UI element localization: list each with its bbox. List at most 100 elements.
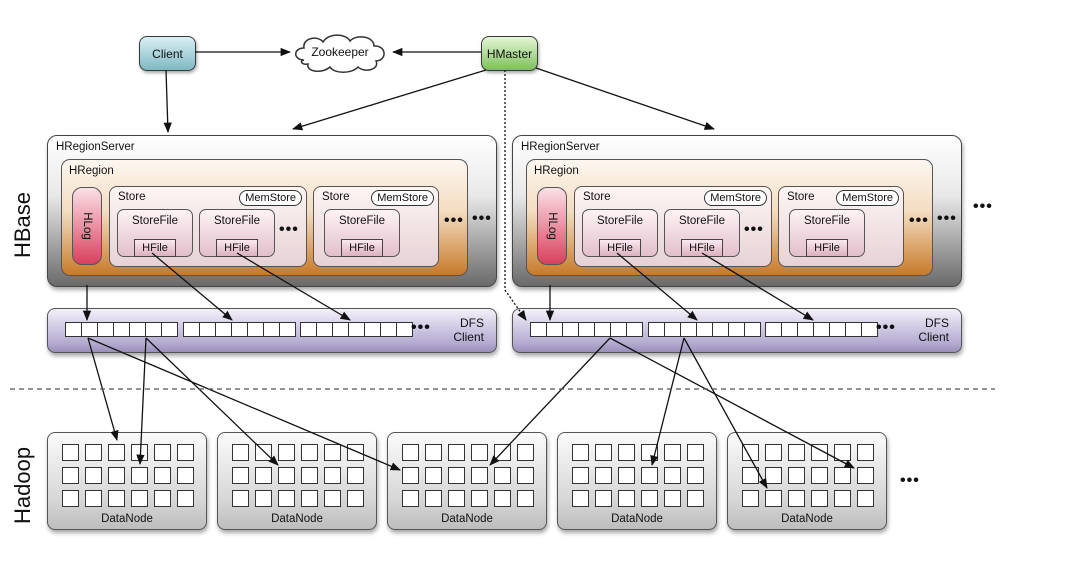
hregionserver-1[interactable]: HRegionServer HRegion HLog Store MemStor… bbox=[47, 135, 497, 287]
data-block bbox=[687, 444, 704, 461]
data-block bbox=[324, 444, 341, 461]
hregionserver-title: HRegionServer bbox=[56, 141, 135, 153]
hmaster-label: HMaster bbox=[486, 46, 533, 61]
hregion[interactable]: HRegion HLog Store MemStore StoreFile HF… bbox=[526, 159, 933, 276]
datanode[interactable]: DataNode bbox=[557, 432, 717, 530]
more-storefiles-ellipsis: ••• bbox=[744, 221, 764, 238]
hfile[interactable]: HFile bbox=[216, 239, 258, 257]
block-grid bbox=[742, 444, 874, 507]
block-grid bbox=[232, 444, 364, 507]
dfs-label-line2: Client bbox=[453, 330, 484, 344]
storefile-title: StoreFile bbox=[596, 215, 644, 227]
store[interactable]: Store MemStore StoreFile HFile StoreFile… bbox=[109, 186, 307, 267]
dfs-label-line2: Client bbox=[918, 330, 949, 344]
hregion[interactable]: HRegion HLog Store MemStore StoreFile HF… bbox=[61, 159, 468, 276]
data-block bbox=[595, 467, 612, 484]
more-servers-ellipsis: ••• bbox=[973, 198, 993, 215]
data-block bbox=[517, 490, 534, 507]
zookeeper-node[interactable]: Zookeeper bbox=[290, 30, 390, 75]
client-node[interactable]: Client bbox=[139, 36, 196, 71]
data-block bbox=[131, 444, 148, 461]
more-blocks-ellipsis: ••• bbox=[876, 319, 896, 336]
dfs-client-2[interactable]: ••• DFS Client bbox=[512, 308, 962, 353]
store[interactable]: Store MemStore StoreFile HFile StoreFile… bbox=[574, 186, 772, 267]
data-block bbox=[811, 490, 828, 507]
data-block bbox=[177, 490, 194, 507]
data-block bbox=[618, 467, 635, 484]
hregionserver-2[interactable]: HRegionServer HRegion HLog Store MemStor… bbox=[512, 135, 962, 287]
hfile[interactable]: HFile bbox=[681, 239, 723, 257]
memstore[interactable]: MemStore bbox=[704, 190, 767, 206]
storefile[interactable]: StoreFile HFile bbox=[117, 209, 193, 257]
hregion-title: HRegion bbox=[534, 165, 579, 177]
block-group bbox=[765, 322, 878, 337]
data-block bbox=[595, 490, 612, 507]
datanode-label: DataNode bbox=[781, 513, 833, 525]
hfile[interactable]: HFile bbox=[806, 239, 848, 257]
store-title: Store bbox=[322, 191, 350, 203]
storefile[interactable]: StoreFile HFile bbox=[582, 209, 658, 257]
storefile[interactable]: StoreFile HFile bbox=[199, 209, 275, 257]
data-block bbox=[517, 467, 534, 484]
data-block bbox=[131, 490, 148, 507]
data-block bbox=[347, 490, 364, 507]
data-block bbox=[834, 490, 851, 507]
data-block bbox=[572, 444, 589, 461]
data-block bbox=[788, 444, 805, 461]
storefile[interactable]: StoreFile HFile bbox=[664, 209, 740, 257]
data-block bbox=[154, 444, 171, 461]
data-block bbox=[425, 467, 442, 484]
storefile[interactable]: StoreFile HFile bbox=[789, 209, 865, 257]
store[interactable]: Store MemStore StoreFile HFile bbox=[778, 186, 904, 267]
data-block bbox=[108, 467, 125, 484]
data-block bbox=[177, 444, 194, 461]
store-title: Store bbox=[787, 191, 815, 203]
more-regions-ellipsis: ••• bbox=[937, 210, 957, 227]
data-block bbox=[664, 444, 681, 461]
memstore[interactable]: MemStore bbox=[371, 190, 434, 206]
hfile[interactable]: HFile bbox=[134, 239, 176, 257]
hadoop-section-label: Hadoop bbox=[10, 446, 35, 524]
data-block bbox=[765, 490, 782, 507]
data-block bbox=[255, 444, 272, 461]
hfile[interactable]: HFile bbox=[341, 239, 383, 257]
datanode-label: DataNode bbox=[441, 513, 493, 525]
data-block bbox=[664, 490, 681, 507]
storefile-title: StoreFile bbox=[213, 215, 261, 227]
hlog-label: HLog bbox=[81, 212, 93, 240]
hlog-label: HLog bbox=[546, 212, 558, 240]
hfile[interactable]: HFile bbox=[599, 239, 641, 257]
memstore[interactable]: MemStore bbox=[239, 190, 302, 206]
block-group bbox=[65, 322, 178, 337]
store-title: Store bbox=[583, 191, 611, 203]
data-block bbox=[85, 490, 102, 507]
block-group bbox=[183, 322, 296, 337]
datanode[interactable]: DataNode bbox=[217, 432, 377, 530]
store[interactable]: Store MemStore StoreFile HFile bbox=[313, 186, 439, 267]
storefile[interactable]: StoreFile HFile bbox=[324, 209, 400, 257]
storefile-title: StoreFile bbox=[678, 215, 726, 227]
data-block bbox=[154, 467, 171, 484]
data-block bbox=[811, 444, 828, 461]
data-block bbox=[494, 467, 511, 484]
more-regions-ellipsis: ••• bbox=[472, 210, 492, 227]
datanode[interactable]: DataNode bbox=[47, 432, 207, 530]
data-block bbox=[108, 490, 125, 507]
block-grid bbox=[572, 444, 704, 507]
data-block bbox=[687, 490, 704, 507]
data-block bbox=[85, 444, 102, 461]
data-block bbox=[742, 467, 759, 484]
data-block bbox=[471, 490, 488, 507]
data-block bbox=[62, 467, 79, 484]
data-block bbox=[641, 467, 658, 484]
data-block bbox=[324, 490, 341, 507]
data-block bbox=[742, 490, 759, 507]
hlog[interactable]: HLog bbox=[72, 187, 102, 265]
hlog[interactable]: HLog bbox=[537, 187, 567, 265]
memstore[interactable]: MemStore bbox=[836, 190, 899, 206]
datanode[interactable]: DataNode bbox=[727, 432, 887, 530]
datanode[interactable]: DataNode bbox=[387, 432, 547, 530]
hmaster-node[interactable]: HMaster bbox=[481, 36, 538, 71]
dfs-client-label: DFS Client bbox=[453, 316, 484, 344]
dfs-client-1[interactable]: ••• DFS Client bbox=[47, 308, 497, 353]
